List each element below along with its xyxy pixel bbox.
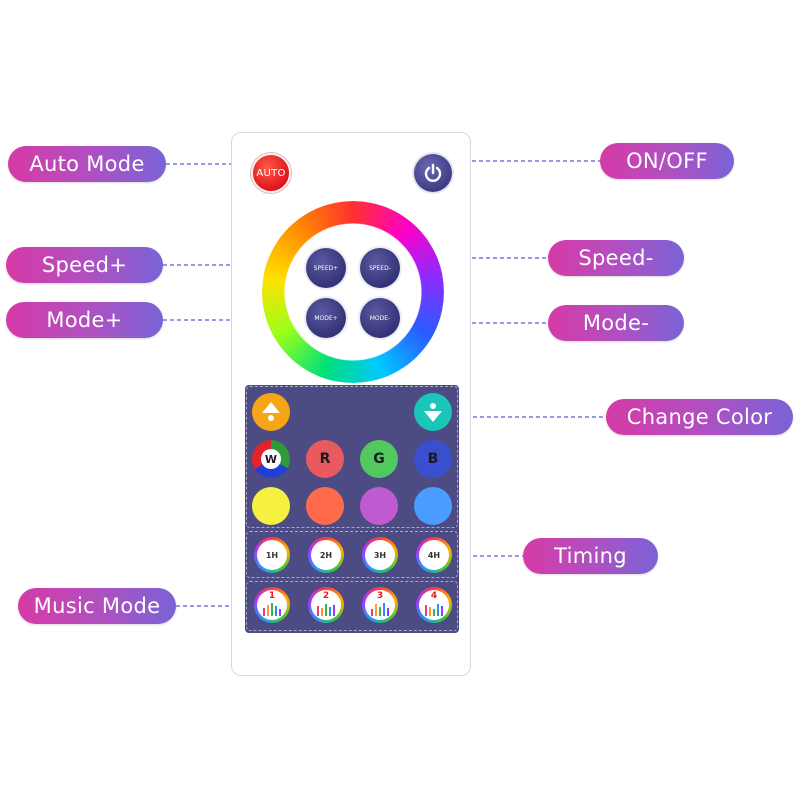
mode-minus-label: MODE-: [369, 314, 391, 322]
callout-mode-minus: Mode-: [548, 305, 684, 341]
brightness-up-icon: [262, 402, 280, 421]
swatch-orange-button[interactable]: [306, 487, 344, 525]
red-color-button[interactable]: R: [306, 440, 344, 478]
green-color-label: G: [373, 451, 385, 467]
callout-mode-plus: Mode+: [6, 302, 163, 338]
swatch-yellow-button[interactable]: [252, 487, 290, 525]
speed-plus-label: SPEED+: [313, 264, 339, 272]
music-mode-4-button[interactable]: 4: [416, 587, 452, 623]
speed-plus-button[interactable]: SPEED+: [306, 248, 346, 288]
blue-color-label: B: [427, 451, 439, 467]
brightness-down-icon: [424, 403, 442, 422]
speed-minus-label: SPEED-: [369, 264, 391, 272]
timer-3h-button[interactable]: 3H: [362, 537, 398, 573]
white-color-button[interactable]: W: [252, 440, 290, 478]
equalizer-icon: [317, 604, 335, 616]
timer-2h-button[interactable]: 2H: [308, 537, 344, 573]
mode-plus-label: MODE+: [314, 314, 338, 322]
equalizer-icon: [425, 604, 443, 616]
music-mode-1-button[interactable]: 1: [254, 587, 290, 623]
color-wheel[interactable]: [262, 201, 444, 383]
white-color-label: W: [261, 449, 281, 469]
callout-music-mode: Music Mode: [18, 588, 176, 624]
music-section-outline: [246, 581, 458, 631]
callout-speed-plus: Speed+: [6, 247, 163, 283]
callout-speed-minus: Speed-: [548, 240, 684, 276]
equalizer-icon: [263, 603, 281, 616]
mode-plus-button[interactable]: MODE+: [306, 298, 346, 338]
swatch-purple-button[interactable]: [360, 487, 398, 525]
music-mode-label: 1: [268, 591, 276, 601]
music-mode-label: 2: [322, 591, 330, 601]
music-mode-label: 4: [430, 591, 438, 601]
callout-timing: Timing: [523, 538, 658, 574]
timer-label: 4H: [427, 550, 441, 560]
callout-change-color: Change Color: [606, 399, 793, 435]
timer-label: 1H: [265, 550, 279, 560]
auto-button[interactable]: AUTO: [251, 153, 291, 193]
timer-label: 2H: [319, 550, 333, 560]
music-mode-label: 3: [376, 591, 384, 601]
music-mode-3-button[interactable]: 3: [362, 587, 398, 623]
callout-on-off: ON/OFF: [600, 143, 734, 179]
speed-minus-button[interactable]: SPEED-: [360, 248, 400, 288]
timer-4h-button[interactable]: 4H: [416, 537, 452, 573]
color-section-outline: [246, 386, 458, 528]
timer-label: 3H: [373, 550, 387, 560]
swatch-sky-blue-button[interactable]: [414, 487, 452, 525]
music-mode-2-button[interactable]: 2: [308, 587, 344, 623]
timer-1h-button[interactable]: 1H: [254, 537, 290, 573]
green-color-button[interactable]: G: [360, 440, 398, 478]
red-color-label: R: [319, 451, 331, 467]
power-button[interactable]: [414, 154, 452, 192]
equalizer-icon: [371, 603, 389, 616]
callout-auto-mode: Auto Mode: [8, 146, 166, 182]
brightness-up-button[interactable]: [252, 393, 290, 431]
timing-section-outline: [246, 531, 458, 578]
brightness-down-button[interactable]: [414, 393, 452, 431]
power-icon: [424, 163, 442, 182]
blue-color-button[interactable]: B: [414, 440, 452, 478]
mode-minus-button[interactable]: MODE-: [360, 298, 400, 338]
